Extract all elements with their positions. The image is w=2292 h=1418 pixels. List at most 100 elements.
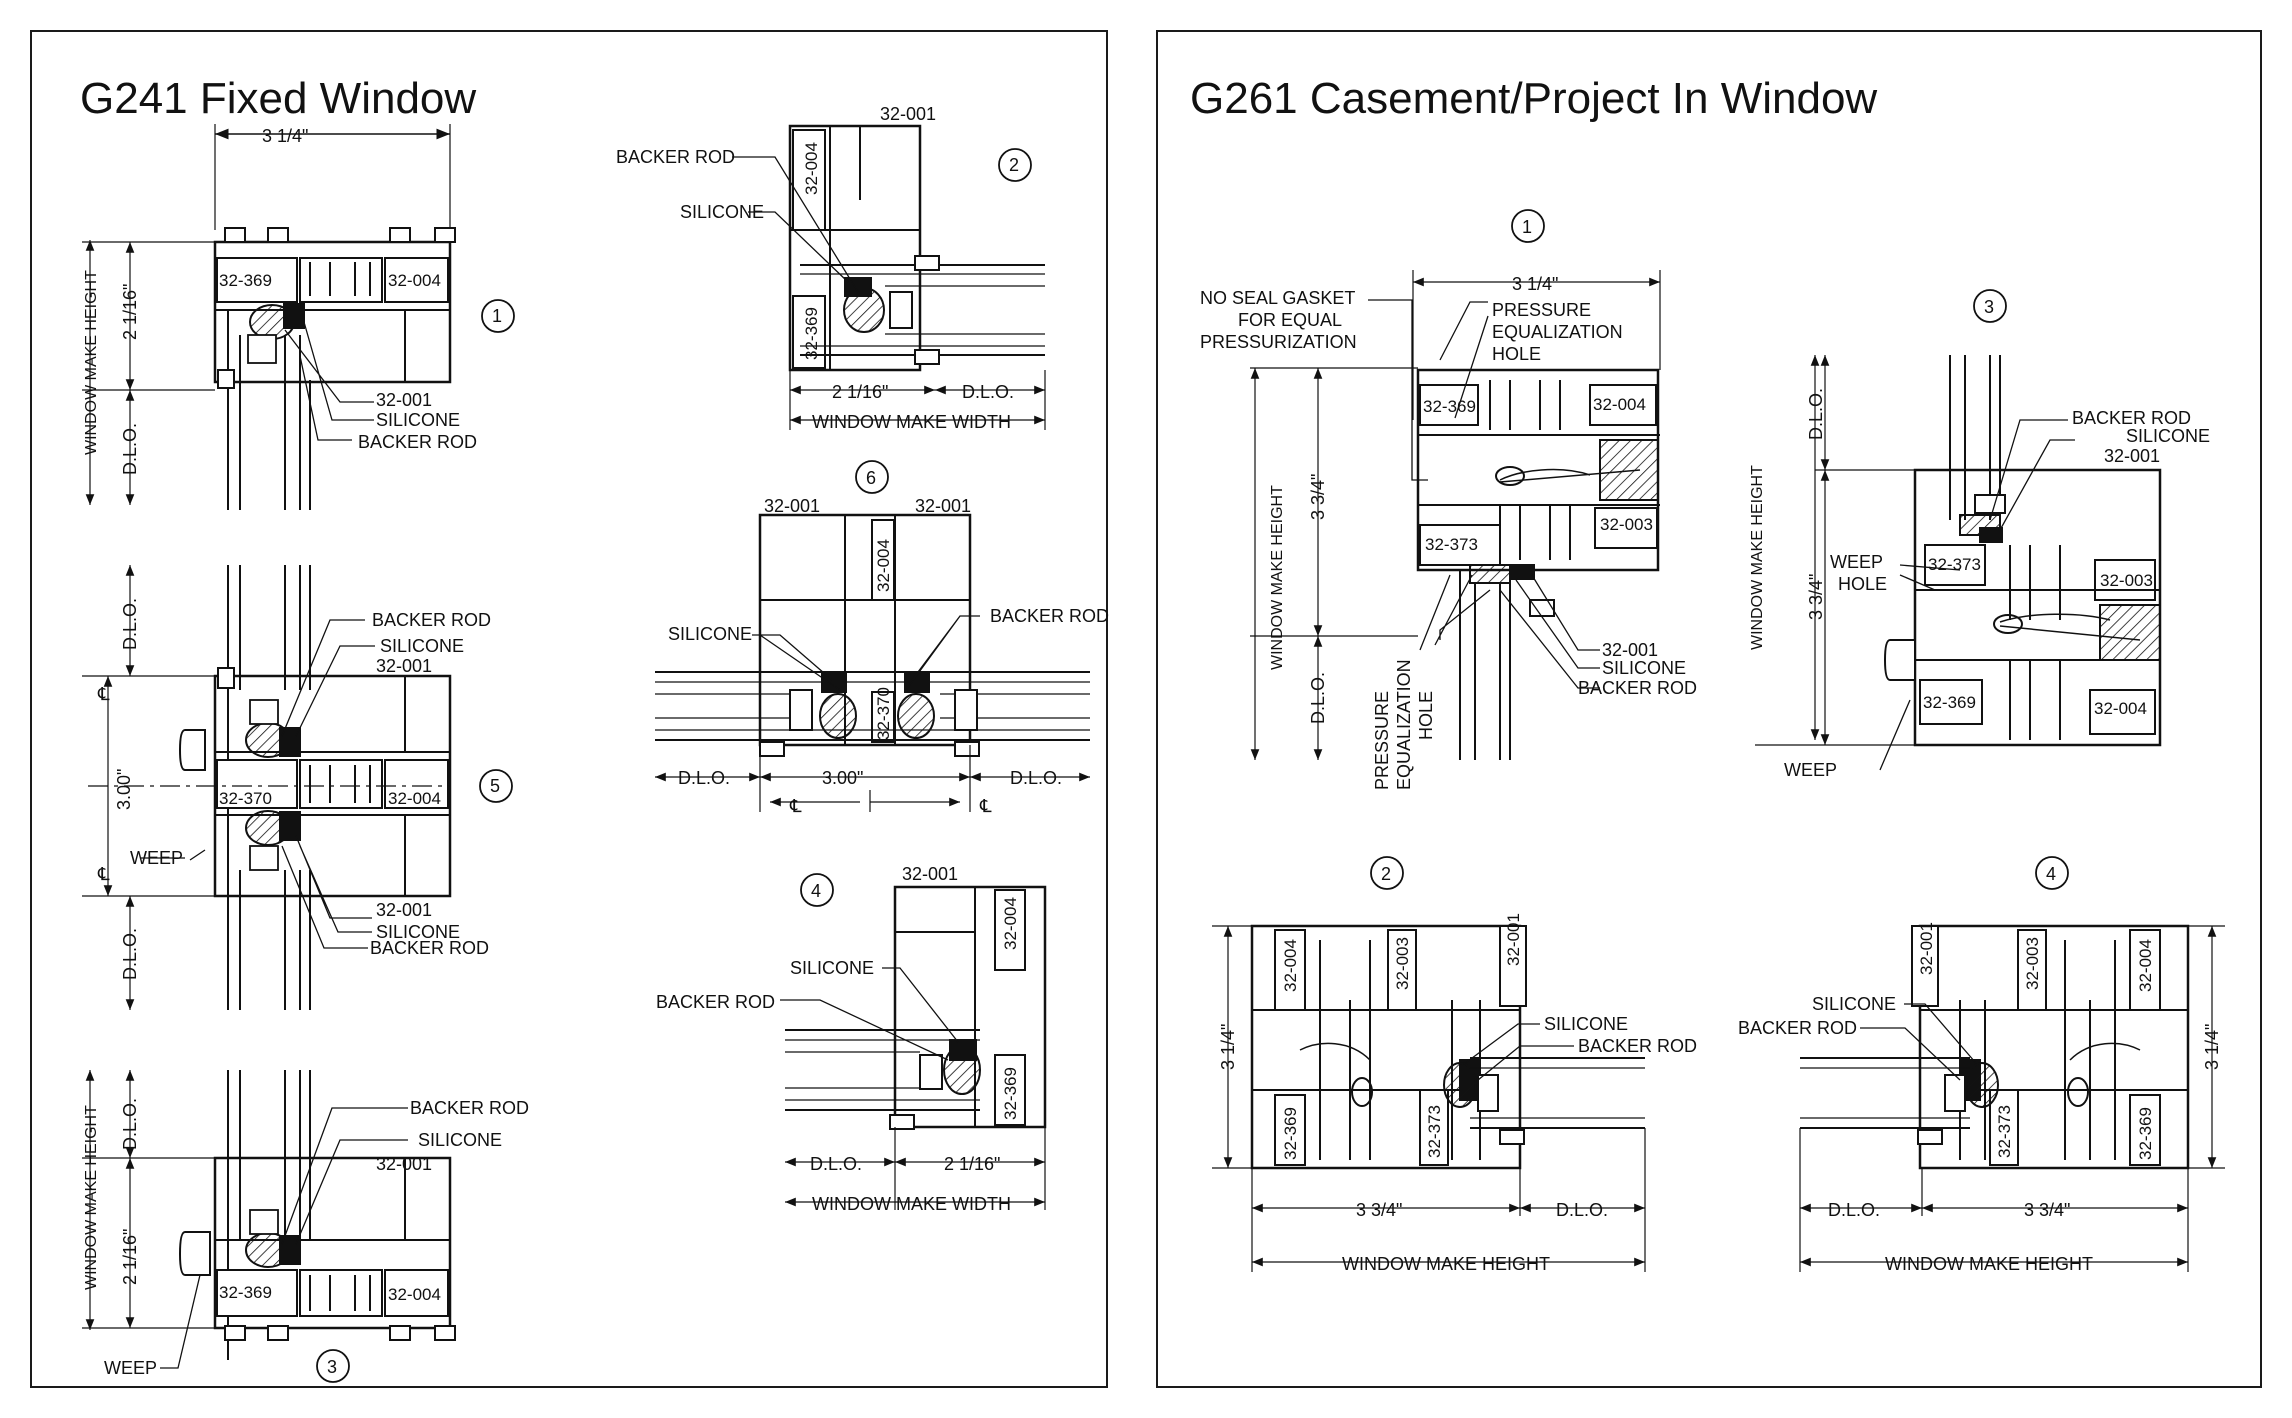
g241-d3-height: 2 1/16" xyxy=(120,1229,140,1285)
g261-d2-part-32-001: 32-001 xyxy=(1504,913,1523,966)
g241-d3-part-32-004: 32-004 xyxy=(388,1285,441,1304)
g261-d1-part-32-373: 32-373 xyxy=(1425,535,1478,554)
g261-d4-number: 4 xyxy=(2046,864,2056,884)
g241-detail-4 xyxy=(780,873,1047,1210)
g241-d2-part-32-001: 32-001 xyxy=(880,104,936,124)
g261-d1-hole-bottom-line-1: PRESSURE xyxy=(1372,691,1392,790)
g241-d1-dlo: D.L.O. xyxy=(120,423,140,475)
g241-d1-callout-32-001: 32-001 xyxy=(376,390,432,410)
g241-d4-dlo: D.L.O. xyxy=(810,1154,862,1174)
g261-d1-dlo: D.L.O. xyxy=(1308,672,1328,724)
g261-d3-part-32-373: 32-373 xyxy=(1928,555,1981,574)
g261-d4-dlo: D.L.O. xyxy=(1828,1200,1880,1220)
g241-d6-part-32-004: 32-004 xyxy=(874,539,893,592)
g261-d4-width: 3 3/4" xyxy=(2024,1200,2070,1220)
g241-d3-callout-32-001: 32-001 xyxy=(376,1154,432,1174)
g241-d4-part-32-001: 32-001 xyxy=(902,864,958,884)
g261-d4-make-height: WINDOW MAKE HEIGHT xyxy=(1885,1254,2093,1274)
g261-d1-callout-32-001: 32-001 xyxy=(1602,640,1658,660)
g261-d4-callout-backer-rod: BACKER ROD xyxy=(1738,1018,1857,1038)
g241-d5-dlo-top: D.L.O. xyxy=(120,598,140,650)
g241-d5-part-32-370: 32-370 xyxy=(219,789,272,808)
g241-d5-height: 3.00" xyxy=(114,769,134,810)
g261-d2-callout-backer-rod: BACKER ROD xyxy=(1578,1036,1697,1056)
g241-d2-callout-backer-rod: BACKER ROD xyxy=(616,147,735,167)
g241-detail-2 xyxy=(732,124,1046,430)
g261-d4-part-32-004: 32-004 xyxy=(2136,939,2155,992)
g261-d3-make-height: WINDOW MAKE HEIGHT xyxy=(1749,465,1766,650)
g241-d5-callout-backer-rod-top: BACKER ROD xyxy=(372,610,491,630)
g261-d2-width: 3 3/4" xyxy=(1356,1200,1402,1220)
g261-d3-part-32-003: 32-003 xyxy=(2100,571,2153,590)
g241-d6-part-32-001-right: 32-001 xyxy=(915,496,971,516)
g261-d2-height: 3 1/4" xyxy=(1218,1024,1238,1070)
g241-d1-part-32-004: 32-004 xyxy=(388,271,441,290)
g261-d3-callout-silicone: SILICONE xyxy=(2126,426,2210,446)
g261-d3-weep-hole-line-1: WEEP xyxy=(1830,552,1883,572)
g261-d2-make-height: WINDOW MAKE HEIGHT xyxy=(1342,1254,1550,1274)
g261-d3-callout-backer-rod: BACKER ROD xyxy=(2072,408,2191,428)
g241-d5-callout-backer-rod-bottom: BACKER ROD xyxy=(370,938,489,958)
g261-d1-height: 3 3/4" xyxy=(1308,474,1328,520)
left-panel-title: G241 Fixed Window xyxy=(80,74,477,123)
g241-d2-number: 2 xyxy=(1009,155,1019,175)
g261-d1-hole-line-1: PRESSURE xyxy=(1492,300,1591,320)
g261-d1-callout-silicone: SILICONE xyxy=(1602,658,1686,678)
g241-d5-cl-top: ℄ xyxy=(97,684,110,704)
g261-detail-1 xyxy=(1250,209,1661,760)
g241-d4-number: 4 xyxy=(811,881,821,901)
g261-detail-3 xyxy=(1755,289,2162,771)
g261-d4-height: 3 1/4" xyxy=(2202,1024,2222,1070)
g261-d3-dlo: D.L.O. xyxy=(1806,388,1826,440)
g241-d6-cl-left: ℄ xyxy=(789,796,802,816)
g261-d2-dlo: D.L.O. xyxy=(1556,1200,1608,1220)
g241-d6-callout-backer-rod: BACKER ROD xyxy=(990,606,1109,626)
g241-d6-part-32-370: 32-370 xyxy=(874,687,893,740)
g261-d3-part-32-369: 32-369 xyxy=(1923,693,1976,712)
right-panel xyxy=(1156,30,2262,1388)
g241-detail-3 xyxy=(82,1070,456,1383)
g241-d2-dlo: D.L.O. xyxy=(962,382,1014,402)
g241-d5-dlo-bottom: D.L.O. xyxy=(120,928,140,980)
g241-d3-part-32-369: 32-369 xyxy=(219,1283,272,1302)
g241-d2-part-32-004: 32-004 xyxy=(802,142,821,195)
g261-detail-4 xyxy=(1799,856,2225,1272)
g241-d5-callout-silicone-top: SILICONE xyxy=(380,636,464,656)
g241-d6-width: 3.00" xyxy=(822,768,863,788)
g241-d4-width: 2 1/16" xyxy=(944,1154,1000,1174)
g241-d3-weep: WEEP xyxy=(104,1358,157,1378)
g261-d1-hole-line-3: HOLE xyxy=(1492,344,1541,364)
g261-d1-part-32-369: 32-369 xyxy=(1423,397,1476,416)
g261-d3-weep: WEEP xyxy=(1784,760,1837,780)
g261-d1-part-32-003: 32-003 xyxy=(1600,515,1653,534)
g261-d2-part-32-369: 32-369 xyxy=(1281,1107,1300,1160)
g241-d5-callout-silicone-bottom: SILICONE xyxy=(376,922,460,942)
g241-d4-callout-backer-rod: BACKER ROD xyxy=(656,992,775,1012)
g261-d1-make-height: WINDOW MAKE HEIGHT xyxy=(1269,485,1286,670)
g241-detail-5 xyxy=(82,565,513,1010)
g261-d2-part-32-003: 32-003 xyxy=(1393,937,1412,990)
g241-d6-part-32-001-left: 32-001 xyxy=(764,496,820,516)
g241-d4-callout-silicone: SILICONE xyxy=(790,958,874,978)
g241-d2-callout-silicone: SILICONE xyxy=(680,202,764,222)
g241-d5-cl-bottom: ℄ xyxy=(97,864,110,884)
g261-d4-part-32-373: 32-373 xyxy=(1995,1105,2014,1158)
g261-d3-callout-32-001: 32-001 xyxy=(2104,446,2160,466)
g241-d5-number: 5 xyxy=(490,776,500,796)
g261-d1-part-32-004: 32-004 xyxy=(1593,395,1646,414)
g261-d3-part-32-004: 32-004 xyxy=(2094,699,2147,718)
g241-d5-weep: WEEP xyxy=(130,848,183,868)
g261-d1-hole-bottom-line-2: EQUALIZATION xyxy=(1394,659,1414,790)
g241-d2-part-32-369: 32-369 xyxy=(802,307,821,360)
g261-d3-weep-hole-line-2: HOLE xyxy=(1838,574,1887,594)
g261-d1-hole-line-2: EQUALIZATION xyxy=(1492,322,1623,342)
g261-d4-part-32-369: 32-369 xyxy=(2136,1107,2155,1160)
g261-d1-number: 1 xyxy=(1522,217,1532,237)
g241-d1-make-height: WINDOW MAKE HEIGHT xyxy=(83,270,100,455)
g241-d2-width: 2 1/16" xyxy=(832,382,888,402)
g261-d4-part-32-001: 32-001 xyxy=(1917,922,1936,975)
g261-d2-part-32-373: 32-373 xyxy=(1425,1105,1444,1158)
g261-detail-2 xyxy=(1212,856,1646,1272)
g241-d5-callout-32-001-bottom: 32-001 xyxy=(376,900,432,920)
right-panel-title: G261 Casement/Project In Window xyxy=(1190,74,1878,123)
